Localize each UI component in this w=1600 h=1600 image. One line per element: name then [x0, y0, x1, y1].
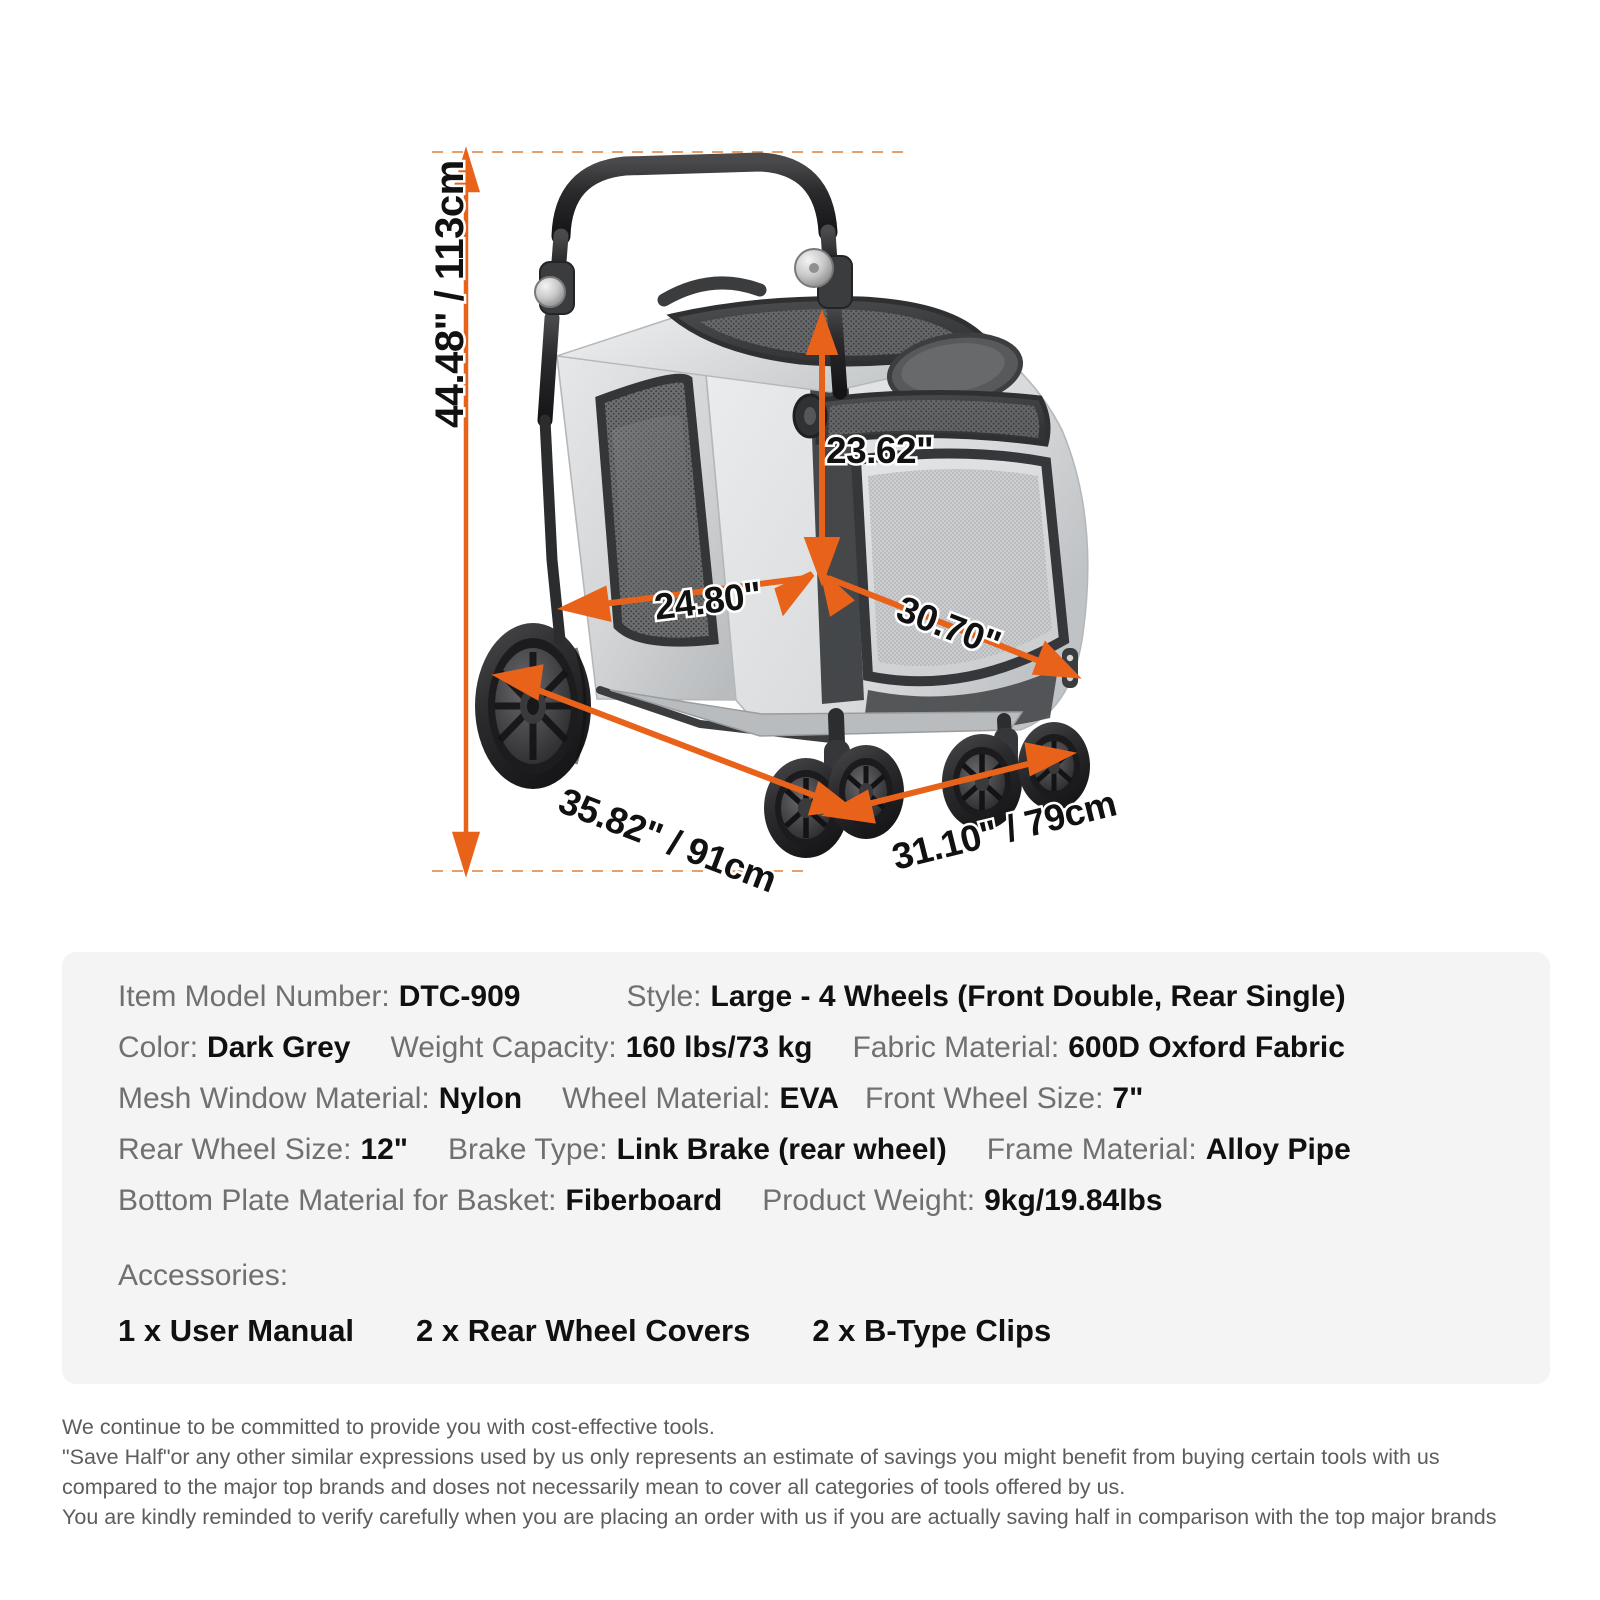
footer-disclaimer: We continue to be committed to provide y… — [62, 1412, 1552, 1532]
spec-value: Fiberboard — [565, 1184, 723, 1217]
spec-value: Nylon — [438, 1082, 523, 1115]
spec-item-product-weight: Product Weight: 9kg/19.84lbs — [762, 1184, 1162, 1218]
accessory-item: 2 x B-Type Clips — [812, 1313, 1052, 1348]
footer-line: You are kindly reminded to verify carefu… — [62, 1505, 1497, 1529]
spec-item-wheel-material: Wheel Material: EVA — [562, 1082, 839, 1116]
spec-label: Weight Capacity: — [390, 1031, 617, 1064]
spec-label: Frame Material: — [986, 1133, 1197, 1166]
spec-row: Mesh Window Material: Nylon Wheel Materi… — [118, 1082, 1494, 1133]
spec-label: Bottom Plate Material for Basket: — [118, 1184, 557, 1217]
dimension-label-interior-height: 23.62" — [823, 428, 936, 474]
spec-row: Item Model Number: DTC-909 Style: Large … — [118, 980, 1494, 1031]
stroller-illustration — [432, 146, 1090, 878]
handlebar — [551, 152, 838, 246]
spec-label: Fabric Material: — [852, 1031, 1060, 1064]
spec-row: Bottom Plate Material for Basket: Fiberb… — [118, 1184, 1494, 1235]
product-dimension-figure: 44.48" / 113cm 23.62" 24.80" 30.70" 35.8… — [426, 146, 1123, 903]
specification-panel: Item Model Number: DTC-909 Style: Large … — [62, 952, 1550, 1384]
spec-label: Brake Type: — [448, 1133, 608, 1166]
spec-item-brake-type: Brake Type: Link Brake (rear wheel) — [448, 1133, 947, 1167]
accessory-item: 2 x Rear Wheel Covers — [416, 1313, 751, 1348]
accessories-block: Accessories: 1 x User Manual 2 x Rear Wh… — [118, 1259, 1494, 1349]
spec-label: Color: — [118, 1031, 199, 1064]
spec-label: Mesh Window Material: — [118, 1082, 430, 1115]
spec-row: Color: Dark Grey Weight Capacity: 160 lb… — [118, 1031, 1494, 1082]
spec-label: Front Wheel Size: — [864, 1082, 1104, 1115]
spec-label: Product Weight: — [762, 1184, 976, 1217]
spec-value: 12" — [360, 1133, 409, 1166]
spec-value: Large - 4 Wheels (Front Double, Rear Sin… — [710, 980, 1346, 1013]
handlebar-joints — [534, 248, 853, 315]
dimension-arrows — [491, 308, 1082, 824]
front-wheel-pair-far — [942, 713, 1090, 830]
spec-row: Rear Wheel Size: 12" Brake Type: Link Br… — [118, 1133, 1494, 1184]
spec-label: Style: — [626, 980, 702, 1013]
spec-value: 9kg/19.84lbs — [984, 1184, 1163, 1217]
frame-rail — [539, 414, 566, 646]
basket-plate — [609, 689, 1024, 737]
dimension-arrow-overall-height — [451, 146, 481, 878]
spec-item-bottom-plate-material: Bottom Plate Material for Basket: Fiberb… — [118, 1184, 722, 1218]
spec-item-weight-capacity: Weight Capacity: 160 lbs/73 kg — [390, 1031, 812, 1065]
accessories-heading: Accessories: — [118, 1259, 289, 1292]
accessory-item: 1 x User Manual — [118, 1313, 355, 1348]
footer-line: compared to the major top brands and dos… — [62, 1475, 1126, 1499]
spec-value: DTC-909 — [398, 980, 521, 1013]
carry-handle — [657, 276, 767, 307]
dimension-label-overall-height: 44.48" / 113cm — [426, 158, 475, 431]
spec-item-color: Color: Dark Grey — [118, 1031, 350, 1065]
spec-item-rear-wheel-size: Rear Wheel Size: 12" — [118, 1133, 408, 1167]
spec-item-item-model-number: Item Model Number: DTC-909 — [118, 980, 520, 1014]
spec-item-frame-material: Frame Material: Alloy Pipe — [987, 1133, 1351, 1167]
footer-line: We continue to be committed to provide y… — [62, 1415, 715, 1439]
left-adjust-knob — [534, 276, 566, 308]
spec-label: Wheel Material: — [562, 1082, 771, 1115]
spec-value: Dark Grey — [207, 1031, 351, 1064]
accessories-list: 1 x User Manual 2 x Rear Wheel Covers 2 … — [118, 1313, 1494, 1349]
spec-value: EVA — [779, 1082, 839, 1115]
spec-item-style: Style: Large - 4 Wheels (Front Double, R… — [626, 980, 1345, 1014]
spec-label: Item Model Number: — [118, 980, 390, 1013]
spec-label: Rear Wheel Size: — [118, 1133, 352, 1166]
spec-value: 600D Oxford Fabric — [1068, 1031, 1345, 1064]
stroller-body — [475, 152, 1090, 858]
spec-item-fabric-material: Fabric Material: 600D Oxford Fabric — [852, 1031, 1344, 1065]
spec-value: 160 lbs/73 kg — [625, 1031, 813, 1064]
dimension-guides — [432, 151, 912, 872]
spec-value: Link Brake (rear wheel) — [616, 1133, 947, 1166]
spec-value: 7" — [1112, 1082, 1144, 1115]
spec-item-mesh-window-material: Mesh Window Material: Nylon — [118, 1082, 522, 1116]
footer-line: "Save Half"or any other similar expressi… — [62, 1445, 1440, 1469]
spec-item-front-wheel-size: Front Wheel Size: 7" — [865, 1082, 1143, 1116]
spec-value: Alloy Pipe — [1205, 1133, 1351, 1166]
